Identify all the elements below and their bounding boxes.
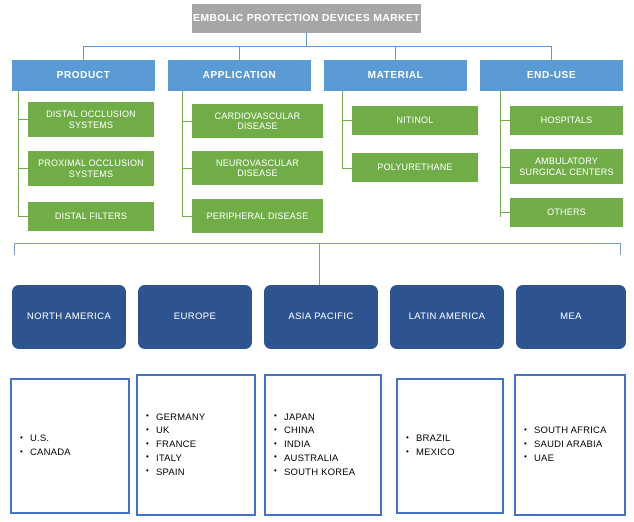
category-node-product[interactable]: PRODUCT [12,60,155,91]
connector-spine-application [182,91,183,217]
leaf-node-neurovascular-disease[interactable]: NEUROVASCULAR DISEASE [192,151,323,185]
country-list-north-america: U.S. CANADA [12,432,71,460]
region-node-mea[interactable]: MEA [516,285,626,349]
country-box-asia-pacific[interactable]: JAPAN CHINA INDIA AUSTRALIA SOUTH KOREA [264,374,382,516]
list-item: INDIA [274,438,355,452]
list-item: MEXICO [406,446,455,460]
connector-region-bracket-left-end [14,243,15,255]
connector-stub-application-3 [182,216,192,217]
connector-stub-application-1 [182,121,192,122]
list-item: FRANCE [146,438,205,452]
list-item: GERMANY [146,410,205,425]
country-list-europe: GERMANY UK FRANCE ITALY SPAIN [138,410,205,480]
region-node-europe[interactable]: EUROPE [138,285,252,349]
connector-stub-product-1 [18,119,28,120]
connector-stub-end-use-3 [500,212,510,213]
country-list-asia-pacific: JAPAN CHINA INDIA AUSTRALIA SOUTH KOREA [266,410,355,480]
list-item: CANADA [20,446,71,460]
leaf-node-nitinol[interactable]: NITINOL [352,106,478,135]
leaf-node-distal-filters[interactable]: DISTAL FILTERS [28,202,154,231]
list-item: SPAIN [146,465,205,480]
connector-stem-end-use [551,46,552,60]
country-box-mea[interactable]: SOUTH AFRICA SAUDI ARABIA UAE [514,374,626,516]
list-item: JAPAN [274,410,355,425]
region-node-latin-america[interactable]: LATIN AMERICA [390,285,504,349]
list-item: SAUDI ARABIA [524,438,607,452]
leaf-node-proximal-occlusion-systems[interactable]: PROXIMAL OCCLUSION SYSTEMS [28,151,154,186]
connector-stub-product-2 [18,168,28,169]
list-item: UK [146,424,205,438]
list-item: SOUTH AFRICA [524,424,607,438]
country-box-latin-america[interactable]: BRAZIL MEXICO [396,378,504,514]
leaf-node-cardiovascular-disease[interactable]: CARDIOVASCULAR DISEASE [192,104,323,138]
connector-stub-material-2 [342,168,352,169]
list-item: BRAZIL [406,432,455,446]
leaf-node-others[interactable]: OTHERS [510,198,623,227]
connector-region-bracket-right-end [620,243,621,255]
region-node-north-america[interactable]: NORTH AMERICA [12,285,126,349]
connector-stub-product-3 [18,216,28,217]
leaf-node-ambulatory-surgical-centers[interactable]: AMBULATORY SURGICAL CENTERS [510,149,623,184]
region-node-asia-pacific[interactable]: ASIA PACIFIC [264,285,378,349]
list-item: AUSTRALIA [274,451,355,466]
connector-root-stem [306,33,307,46]
country-box-north-america[interactable]: U.S. CANADA [10,378,130,514]
country-list-latin-america: BRAZIL MEXICO [398,432,455,460]
connector-spine-material [342,91,343,169]
connector-region-bracket [14,243,621,244]
connector-stub-application-2 [182,168,192,169]
category-node-application[interactable]: APPLICATION [168,60,311,91]
connector-stub-end-use-1 [500,120,510,121]
connector-stem-material [395,46,396,60]
connector-spine-product [18,91,19,217]
country-list-mea: SOUTH AFRICA SAUDI ARABIA UAE [516,424,607,465]
leaf-node-distal-occlusion-systems[interactable]: DISTAL OCCLUSION SYSTEMS [28,102,154,137]
list-item: CHINA [274,424,355,438]
list-item: UAE [524,451,607,466]
connector-stem-application [239,46,240,60]
connector-category-bus [83,46,551,47]
connector-stub-end-use-2 [500,167,510,168]
connector-region-bracket-center-stem [319,243,320,285]
category-node-material[interactable]: MATERIAL [324,60,467,91]
connector-spine-end-use [500,91,501,217]
root-node-market-title[interactable]: EMBOLIC PROTECTION DEVICES MARKET [192,4,421,33]
list-item: U.S. [20,432,71,446]
list-item: SOUTH KOREA [274,465,355,480]
connector-stub-material-1 [342,120,352,121]
list-item: ITALY [146,451,205,466]
leaf-node-hospitals[interactable]: HOSPITALS [510,106,623,135]
country-box-europe[interactable]: GERMANY UK FRANCE ITALY SPAIN [136,374,256,516]
leaf-node-polyurethane[interactable]: POLYURETHANE [352,153,478,182]
category-node-end-use[interactable]: END-USE [480,60,623,91]
leaf-node-peripheral-disease[interactable]: PERIPHERAL DISEASE [192,199,323,233]
connector-stem-product [83,46,84,60]
